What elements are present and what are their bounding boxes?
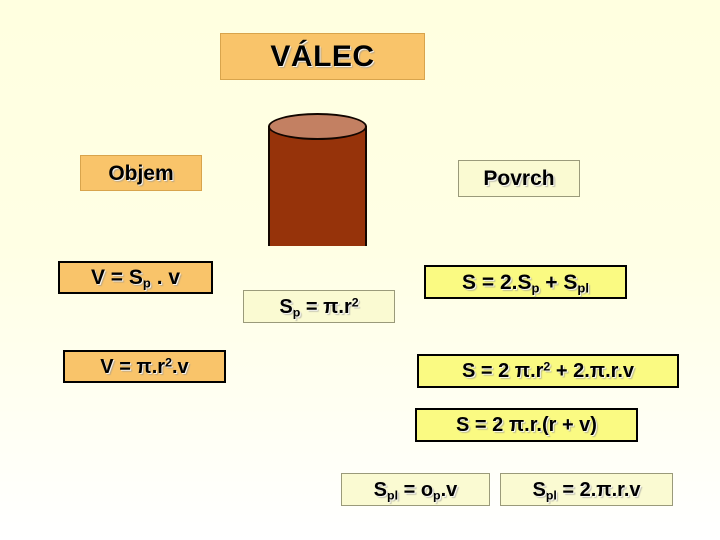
formula-text: S = 2.Sp + Spl	[462, 270, 589, 296]
section-header-volume-label: Objem	[108, 161, 174, 185]
formula-text: S = 2 π.r.(r + v)	[456, 414, 597, 436]
section-header-volume: Objem	[80, 155, 202, 191]
cylinder-diagram	[268, 113, 367, 259]
formula-text: V = Sp . v	[90, 266, 181, 291]
formula-surface-sum: S = 2.Sp + Spl	[424, 265, 627, 299]
formula-text: Spl = op.v	[373, 478, 458, 502]
formula-volume-base-times-height: V = Sp . v	[58, 261, 213, 294]
formula-lateral-perimeter-times-height: Spl = op.v	[341, 473, 490, 506]
cylinder-lateral-surface	[268, 126, 367, 246]
slide-title-box: VÁLEC	[220, 33, 425, 80]
section-header-surface: Povrch	[458, 160, 580, 197]
formula-base-area: Sp = π.r2	[243, 290, 395, 323]
formula-lateral-expanded: Spl = 2.π.r.v	[500, 473, 673, 506]
formula-text: S = 2 π.r2 + 2.π.r.v	[461, 359, 635, 382]
section-header-surface-label: Povrch	[483, 167, 555, 190]
page-title: VÁLEC	[270, 39, 375, 73]
cylinder-top-face	[268, 113, 367, 140]
formula-surface-expanded: S = 2 π.r2 + 2.π.r.v	[417, 354, 679, 388]
formula-volume-expanded: V = π.r2.v	[63, 350, 226, 383]
formula-text: Sp = π.r2	[279, 295, 359, 319]
formula-surface-factored: S = 2 π.r.(r + v)	[415, 408, 638, 442]
formula-text: Spl = 2.π.r.v	[532, 478, 641, 502]
formula-text: V = π.r2.v	[100, 355, 189, 378]
